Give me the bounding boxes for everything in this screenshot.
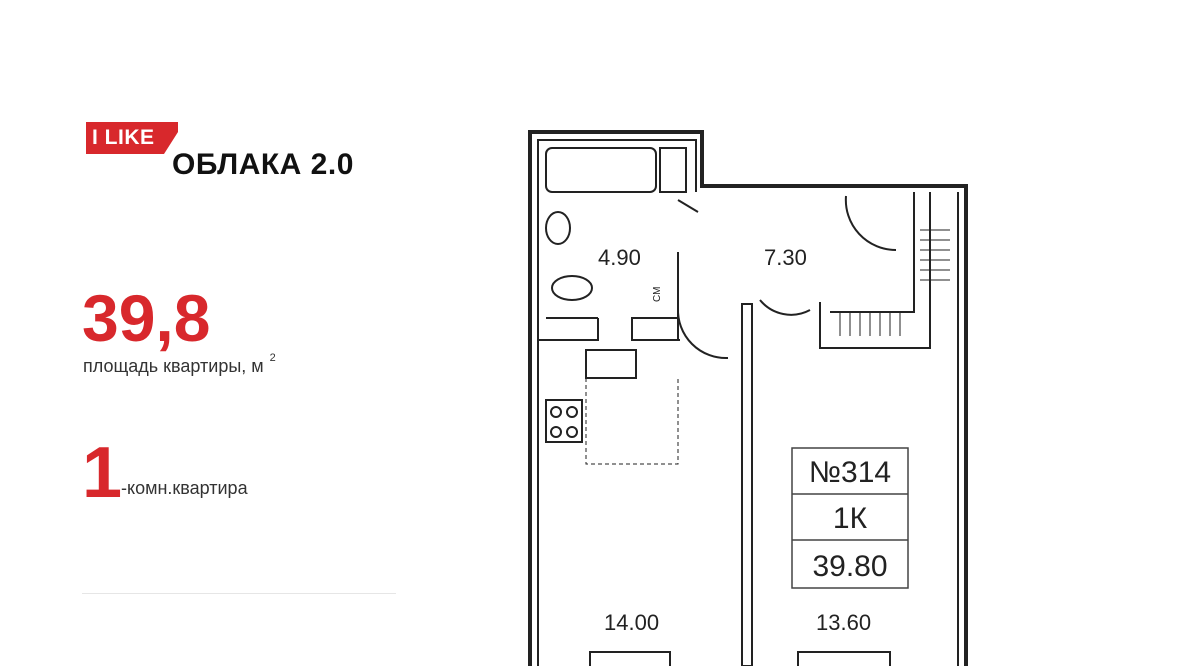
divider [82,593,396,594]
wall-partition [741,303,753,666]
bathtub [545,147,657,193]
sink-cabinet [659,147,687,193]
room-area-bathroom: 4.90 [598,245,641,270]
rooms-label: -комн.квартира [121,478,248,498]
room-area-bedroom: 13.60 [816,610,871,635]
floor-plan: 4.90 СМ 7.30 14.00 13.60 №314 1К 39.80 [528,130,968,666]
badge-type: 1К [833,502,868,535]
area-label-text: площадь квартиры, м [83,356,264,376]
kitchen-sink [585,349,637,379]
badge-area: 39.80 [812,550,887,583]
area-value: 39,8 [82,281,211,355]
washer-label: СМ [652,287,663,302]
logo-text: I LIKE [92,126,155,149]
apartment-badge: №314 1К 39.80 [791,447,909,589]
room-area-kitchen: 14.00 [604,610,659,635]
washer [631,317,679,341]
badge-number: №314 [809,456,891,489]
logo-flag-shape [86,122,178,154]
outer-wall [528,130,968,666]
brand-logo: I LIKE [86,122,178,154]
washbasin [545,211,571,245]
project-name: ОБЛАКА 2.0 [172,148,354,181]
toilet [551,275,593,301]
area-label: площадь квартиры, м 2 [83,352,276,377]
room-area-hall: 7.30 [764,245,807,270]
area-unit-sup: 2 [269,352,276,364]
rooms-value: 1 [82,433,123,513]
stove [545,399,583,443]
